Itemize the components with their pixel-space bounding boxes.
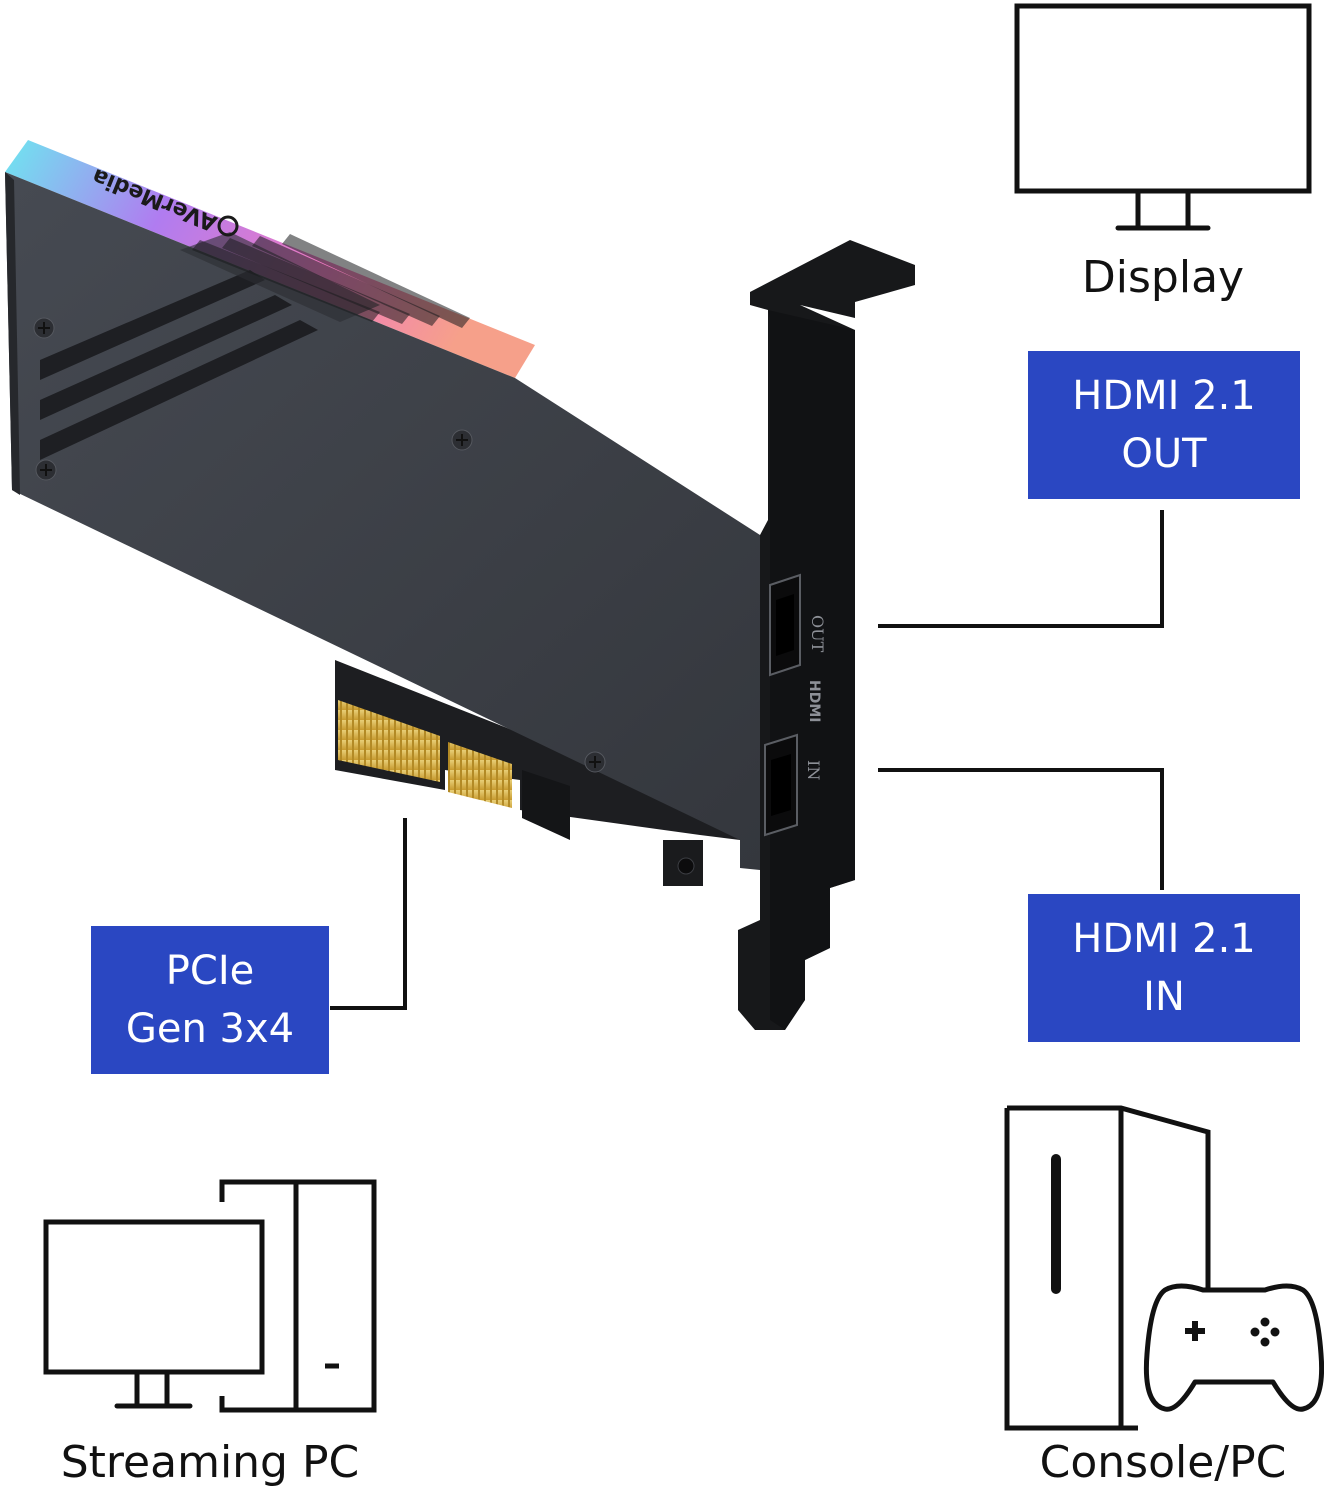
- pcie-label: PCIe Gen 3x4: [91, 926, 329, 1074]
- hdmi-in-label-line1: HDMI 2.1: [1072, 916, 1256, 962]
- pci-bracket: OUT HDMI IN: [663, 240, 915, 1030]
- display-caption: Display: [1081, 252, 1245, 303]
- hdmi-out-label-line2: OUT: [1121, 431, 1207, 477]
- screw-icon: [451, 429, 473, 451]
- port-out-label: OUT: [808, 615, 827, 653]
- console-pc-caption: Console/PC: [1039, 1437, 1287, 1488]
- connector-line-hdmi-out-h: [878, 624, 1164, 628]
- connector-line-hdmi-in-h: [878, 768, 1164, 772]
- connector-line-pcie-h: [330, 1006, 407, 1010]
- pcb-board: [335, 660, 740, 840]
- hdmi-out-label: HDMI 2.1 OUT: [1028, 351, 1300, 499]
- desktop-pc-icon: [43, 1179, 377, 1413]
- console-gamepad-icon: [1004, 1105, 1324, 1431]
- streaming-pc-caption: Streaming PC: [60, 1437, 360, 1488]
- pcie-label-line2: Gen 3x4: [125, 1006, 295, 1052]
- hdmi-in-label-line2: IN: [1143, 974, 1185, 1020]
- screw-icon: [35, 459, 57, 481]
- hdmi-out-label-line1: HDMI 2.1: [1072, 373, 1256, 419]
- hdmi-out-port: [769, 573, 801, 677]
- brand-logo-icon: [217, 215, 239, 237]
- connector-line-pcie-v: [403, 818, 407, 1010]
- pcie-gold-contacts-b: [448, 742, 512, 808]
- connector-line-hdmi-in-v: [1160, 768, 1164, 890]
- pcie-label-line1: PCIe: [165, 948, 255, 994]
- monitor-icon: [1014, 3, 1312, 231]
- screw-icon: [33, 317, 55, 339]
- pcie-gold-contacts-a: [338, 700, 440, 782]
- port-in-label: IN: [804, 760, 823, 780]
- port-hdmi-label: HDMI: [806, 680, 822, 722]
- hdmi-in-label: HDMI 2.1 IN: [1028, 894, 1300, 1042]
- screw-icon: [584, 751, 606, 773]
- connector-line-hdmi-out-v: [1160, 510, 1164, 628]
- hdmi-in-port: [764, 733, 798, 837]
